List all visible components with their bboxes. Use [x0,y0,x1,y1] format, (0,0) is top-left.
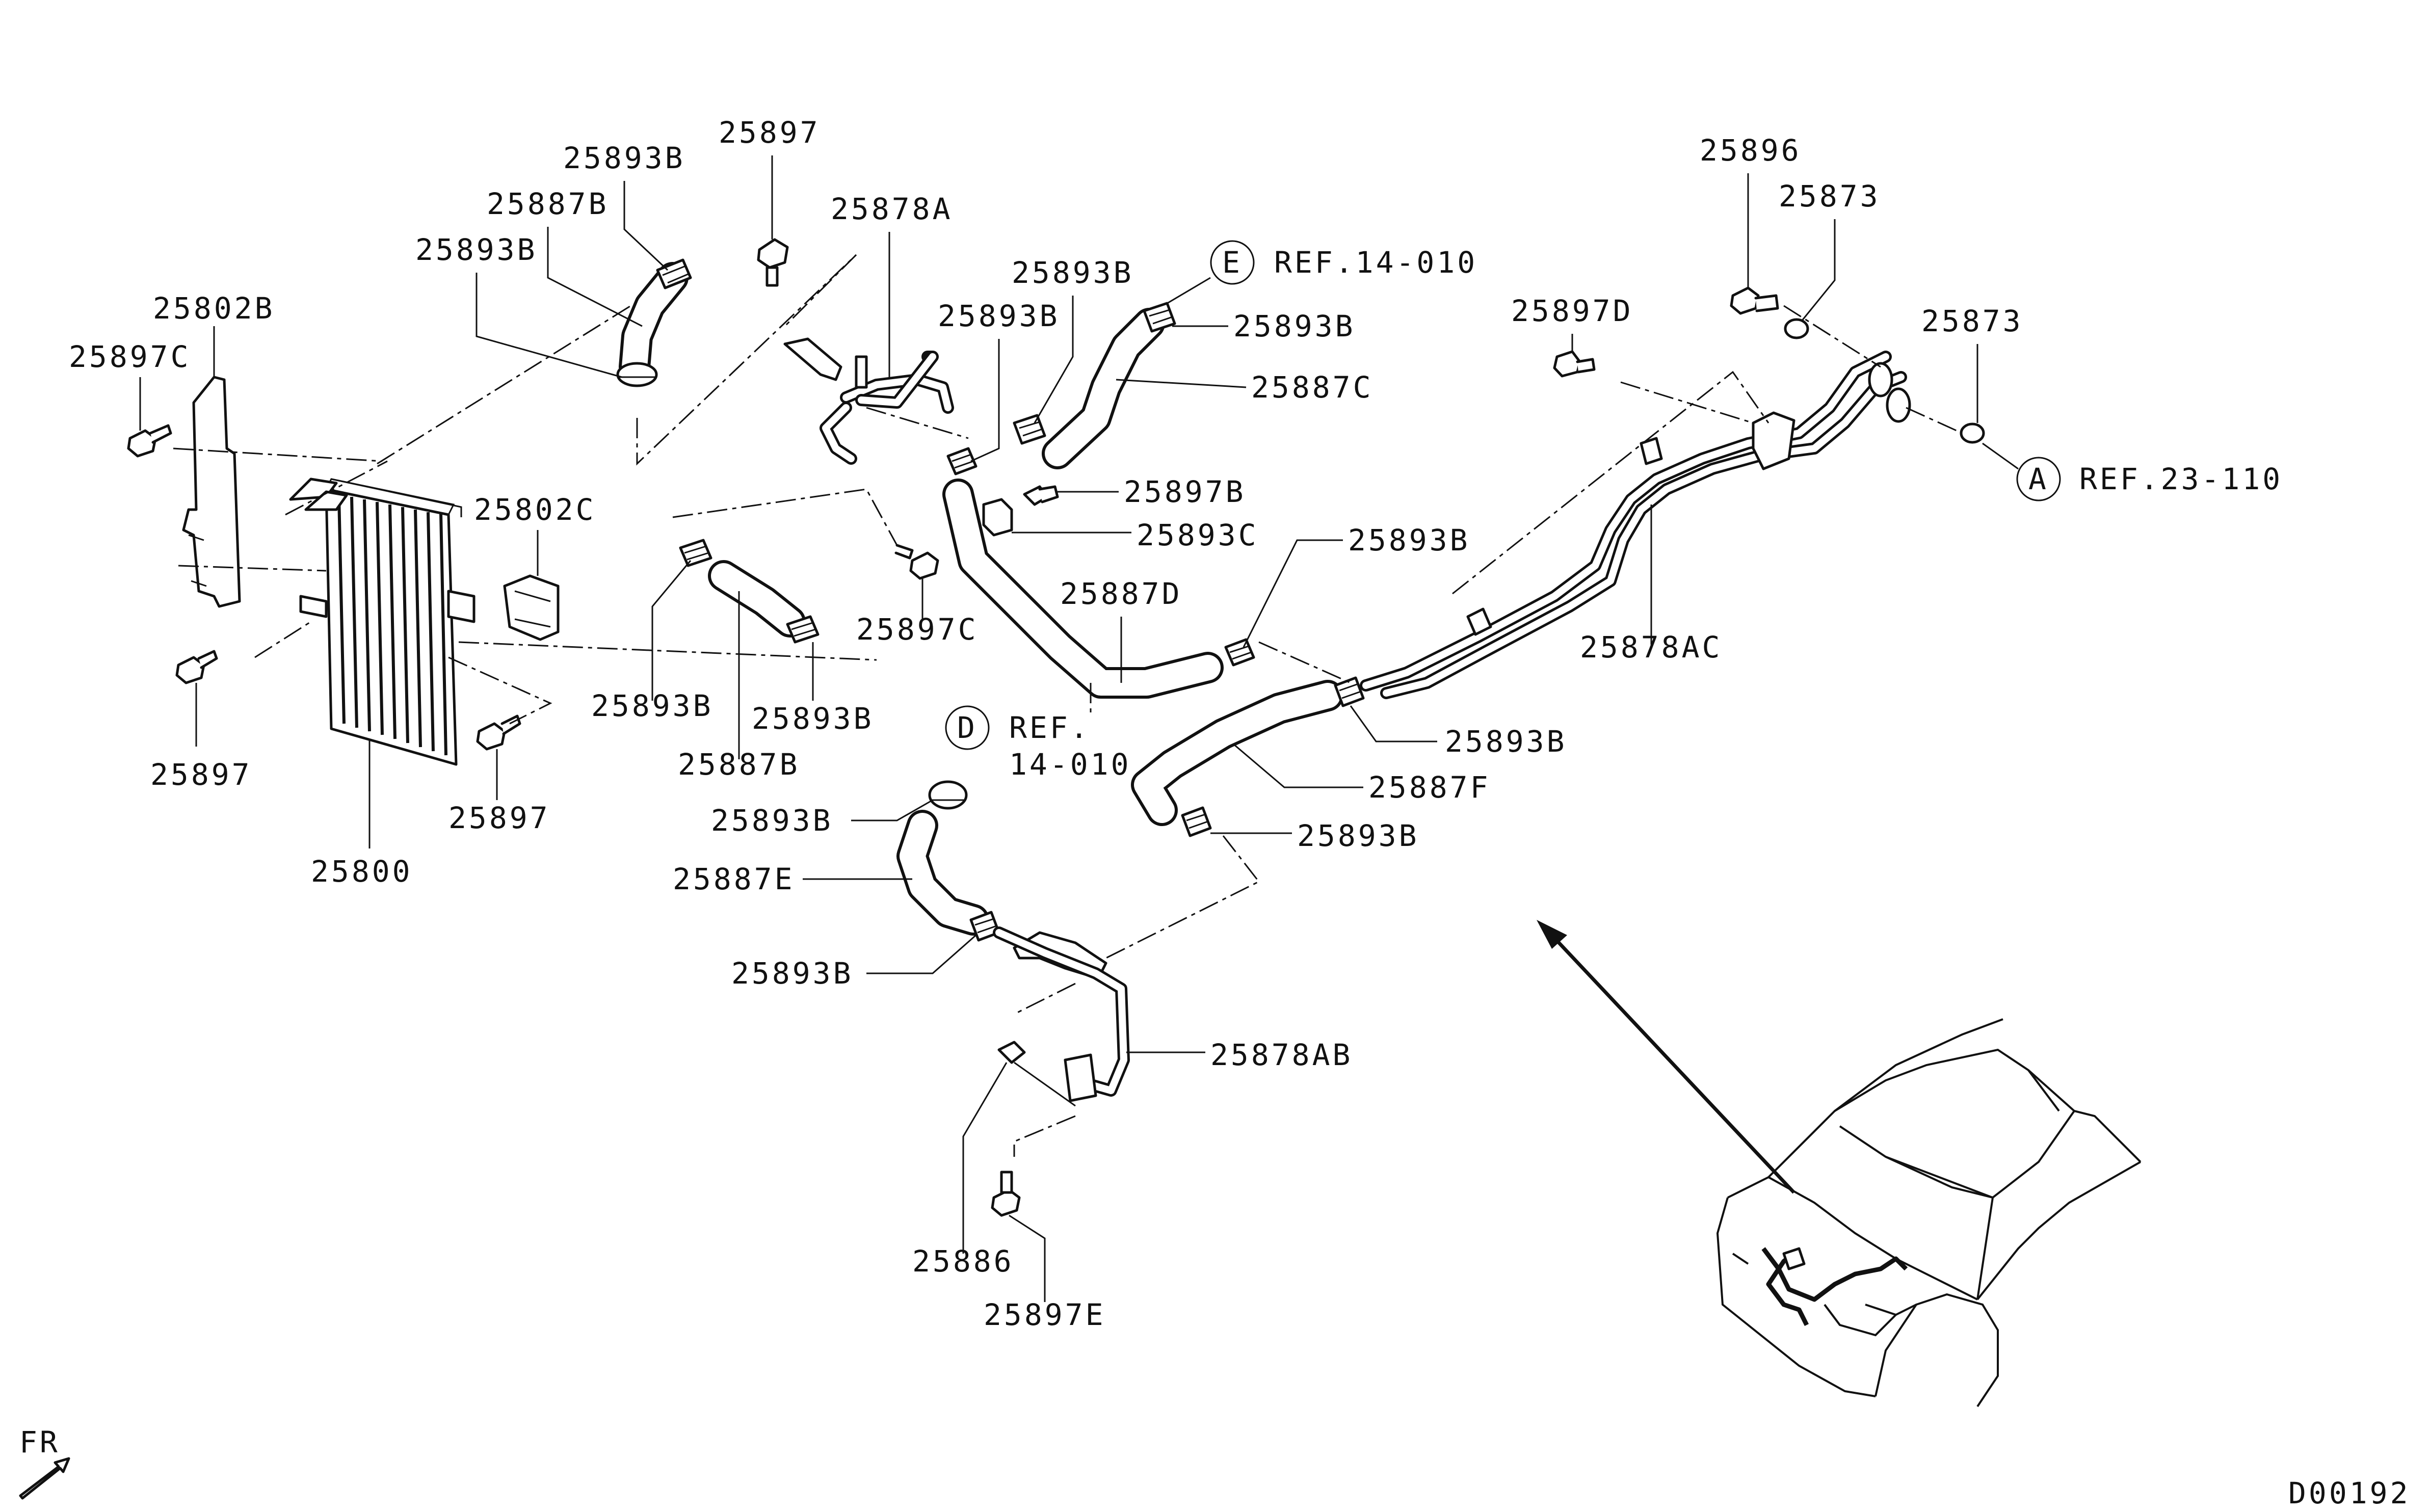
label-25897-left: 25897 [150,757,252,792]
label-25893B-upper-a: 25893B [563,141,685,175]
label-25893B-h: 25893B [1348,523,1470,558]
clamp-25893B-c [946,447,978,475]
ref-D-line1: REF. [1009,710,1091,745]
clamp-25893B-f [679,539,712,567]
hose-25887B-lower [708,560,806,638]
label-25887F: 25887F [1368,770,1491,805]
clamp-25893B-top-a [656,258,692,289]
bolt-25897E [991,1171,1021,1217]
label-25897B: 25897B [1124,474,1246,509]
clamp-25893B-i [1334,676,1365,707]
ref-D-letter: D [957,710,978,745]
washer-25873-upper [1784,318,1809,339]
label-25896: 25896 [1700,133,1802,168]
washer-25873-lower [1960,422,1985,444]
ref-A-callout [2016,457,2061,501]
ref-D-line2: 14-010 [1009,747,1131,782]
clamp-25893B-k [928,780,968,810]
label-25893B-g: 25893B [752,701,874,736]
ref-E-callout [1210,240,1255,285]
bracket-25893C [982,498,1013,537]
label-25893B-k: 25893B [711,803,833,838]
clamp-25893B-d [1013,414,1046,445]
label-25886: 25886 [912,1244,1014,1279]
label-25893B-i: 25893B [1445,724,1567,759]
ref-A-letter: A [2028,462,2049,496]
hose-25887F [1131,680,1343,826]
label-25897E: 25897E [984,1297,1106,1332]
label-25800: 25800 [311,854,413,889]
label-25802B: 25802B [153,291,275,326]
label-25873-upper: 25873 [1779,179,1881,214]
clamp-25893B-h [1224,638,1255,667]
label-25893B-c: 25893B [938,299,1060,333]
bracket-25802B [182,376,241,608]
hose-25887D [942,479,1224,699]
label-25897D: 25897D [1511,294,1633,328]
ref-A-text: REF.23-110 [2079,462,2283,496]
vehicle-locator-illustration [1716,1018,2142,1408]
oil-cooler [289,478,476,766]
label-25878AC: 25878AC [1580,630,1722,665]
label-25802C: 25802C [474,492,596,527]
pipe-25878AC [1360,351,1911,699]
clamp-25893B-j [1181,806,1212,837]
bolt-25897D [1553,350,1596,378]
bracket-25802C [503,574,560,641]
bolt-25896 [1730,286,1779,315]
label-25893C: 25893C [1137,518,1259,552]
ref-E-letter: E [1222,245,1243,280]
label-25893B-l: 25893B [731,956,854,991]
diagram-code: D00192 [2288,1476,2411,1510]
bolt-25897C-center [894,544,939,580]
ref-D-callout [945,705,990,750]
bolt-25897B [1023,485,1059,506]
bolt-25897-top [757,238,789,287]
label-25897C-left: 25897C [69,339,191,374]
pipe-25878AB [993,926,1130,1102]
label-25897-right: 25897 [448,801,550,835]
clamp-25893B-e [1143,302,1176,333]
label-25873-lower: 25873 [1921,304,2023,338]
front-arrow-icon [19,1457,70,1500]
label-25887B-lower: 25887B [678,747,800,782]
locator-arrow-icon [1537,920,1795,1194]
orientation-label: FR [19,1425,60,1460]
clip-25886 [997,1041,1076,1107]
pipe-25878A [783,337,954,465]
bolt-25897-left [175,650,218,684]
clamp-25893B-top-b [616,362,658,387]
label-25878AB: 25878AB [1210,1038,1353,1072]
label-25878A: 25878A [831,192,953,226]
label-25893B-e: 25893B [1233,309,1356,343]
ref-E-text: REF.14-010 [1274,245,1477,280]
clamp-25893B-g [786,615,820,644]
hose-25887E [896,810,989,936]
hose-25887C [1042,308,1165,469]
label-25897C-center: 25897C [856,612,979,647]
label-25893B-upper-b: 25893B [415,232,538,267]
bolt-25897C-left [127,424,172,458]
hose-25887B-upper [619,262,689,383]
label-25893B-f: 25893B [591,688,714,723]
label-25887E: 25887E [673,862,795,896]
label-25887B-upper: 25887B [487,187,609,221]
label-25897-top: 25897 [719,115,821,150]
label-25887C: 25887C [1251,370,1374,405]
label-25893B-d: 25893B [1012,255,1134,290]
label-25887D: 25887D [1060,576,1182,611]
label-25893B-j: 25893B [1297,818,1419,853]
